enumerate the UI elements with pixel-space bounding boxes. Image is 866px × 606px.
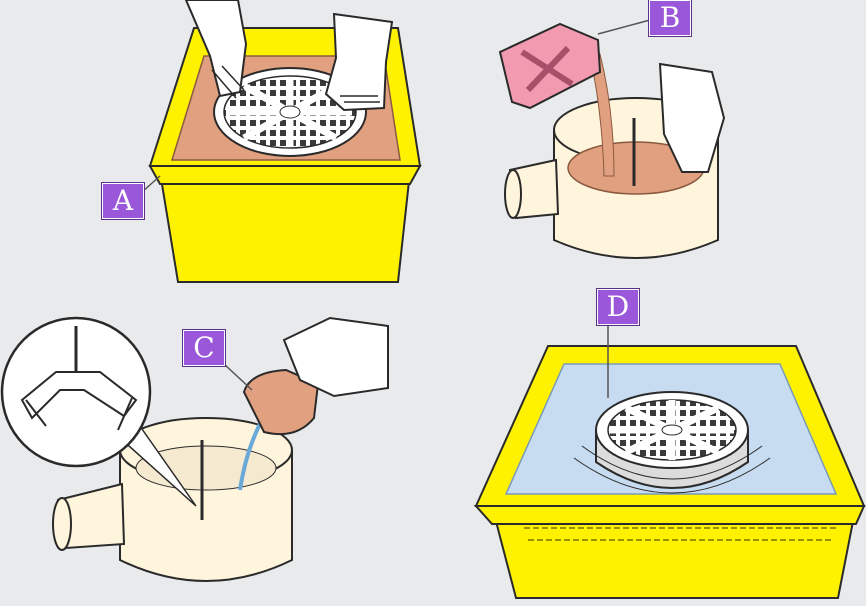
gloved-hand-left-a — [184, 0, 248, 99]
gloved-hand-right-a — [324, 12, 394, 112]
panel-a — [141, 0, 422, 283]
leader-line-c — [223, 363, 253, 391]
panel-d — [473, 324, 866, 599]
leader-line-a — [141, 175, 161, 193]
label-c: C — [183, 330, 225, 366]
label-a: A — [102, 183, 144, 219]
zoom-inset-c — [0, 316, 197, 507]
mesh-filter-d — [573, 391, 771, 494]
label-d: D — [597, 289, 639, 325]
pink-canister-b — [498, 22, 602, 110]
panel-c — [0, 316, 389, 582]
brown-bottle-c — [242, 368, 320, 436]
pour-stream-b — [589, 53, 615, 177]
gloved-hand-c — [282, 316, 389, 398]
panel-b — [498, 19, 726, 259]
water-stream-c — [238, 419, 264, 491]
label-b: B — [649, 0, 691, 36]
leader-line-b — [597, 19, 651, 35]
gloved-hand-b — [658, 62, 726, 173]
